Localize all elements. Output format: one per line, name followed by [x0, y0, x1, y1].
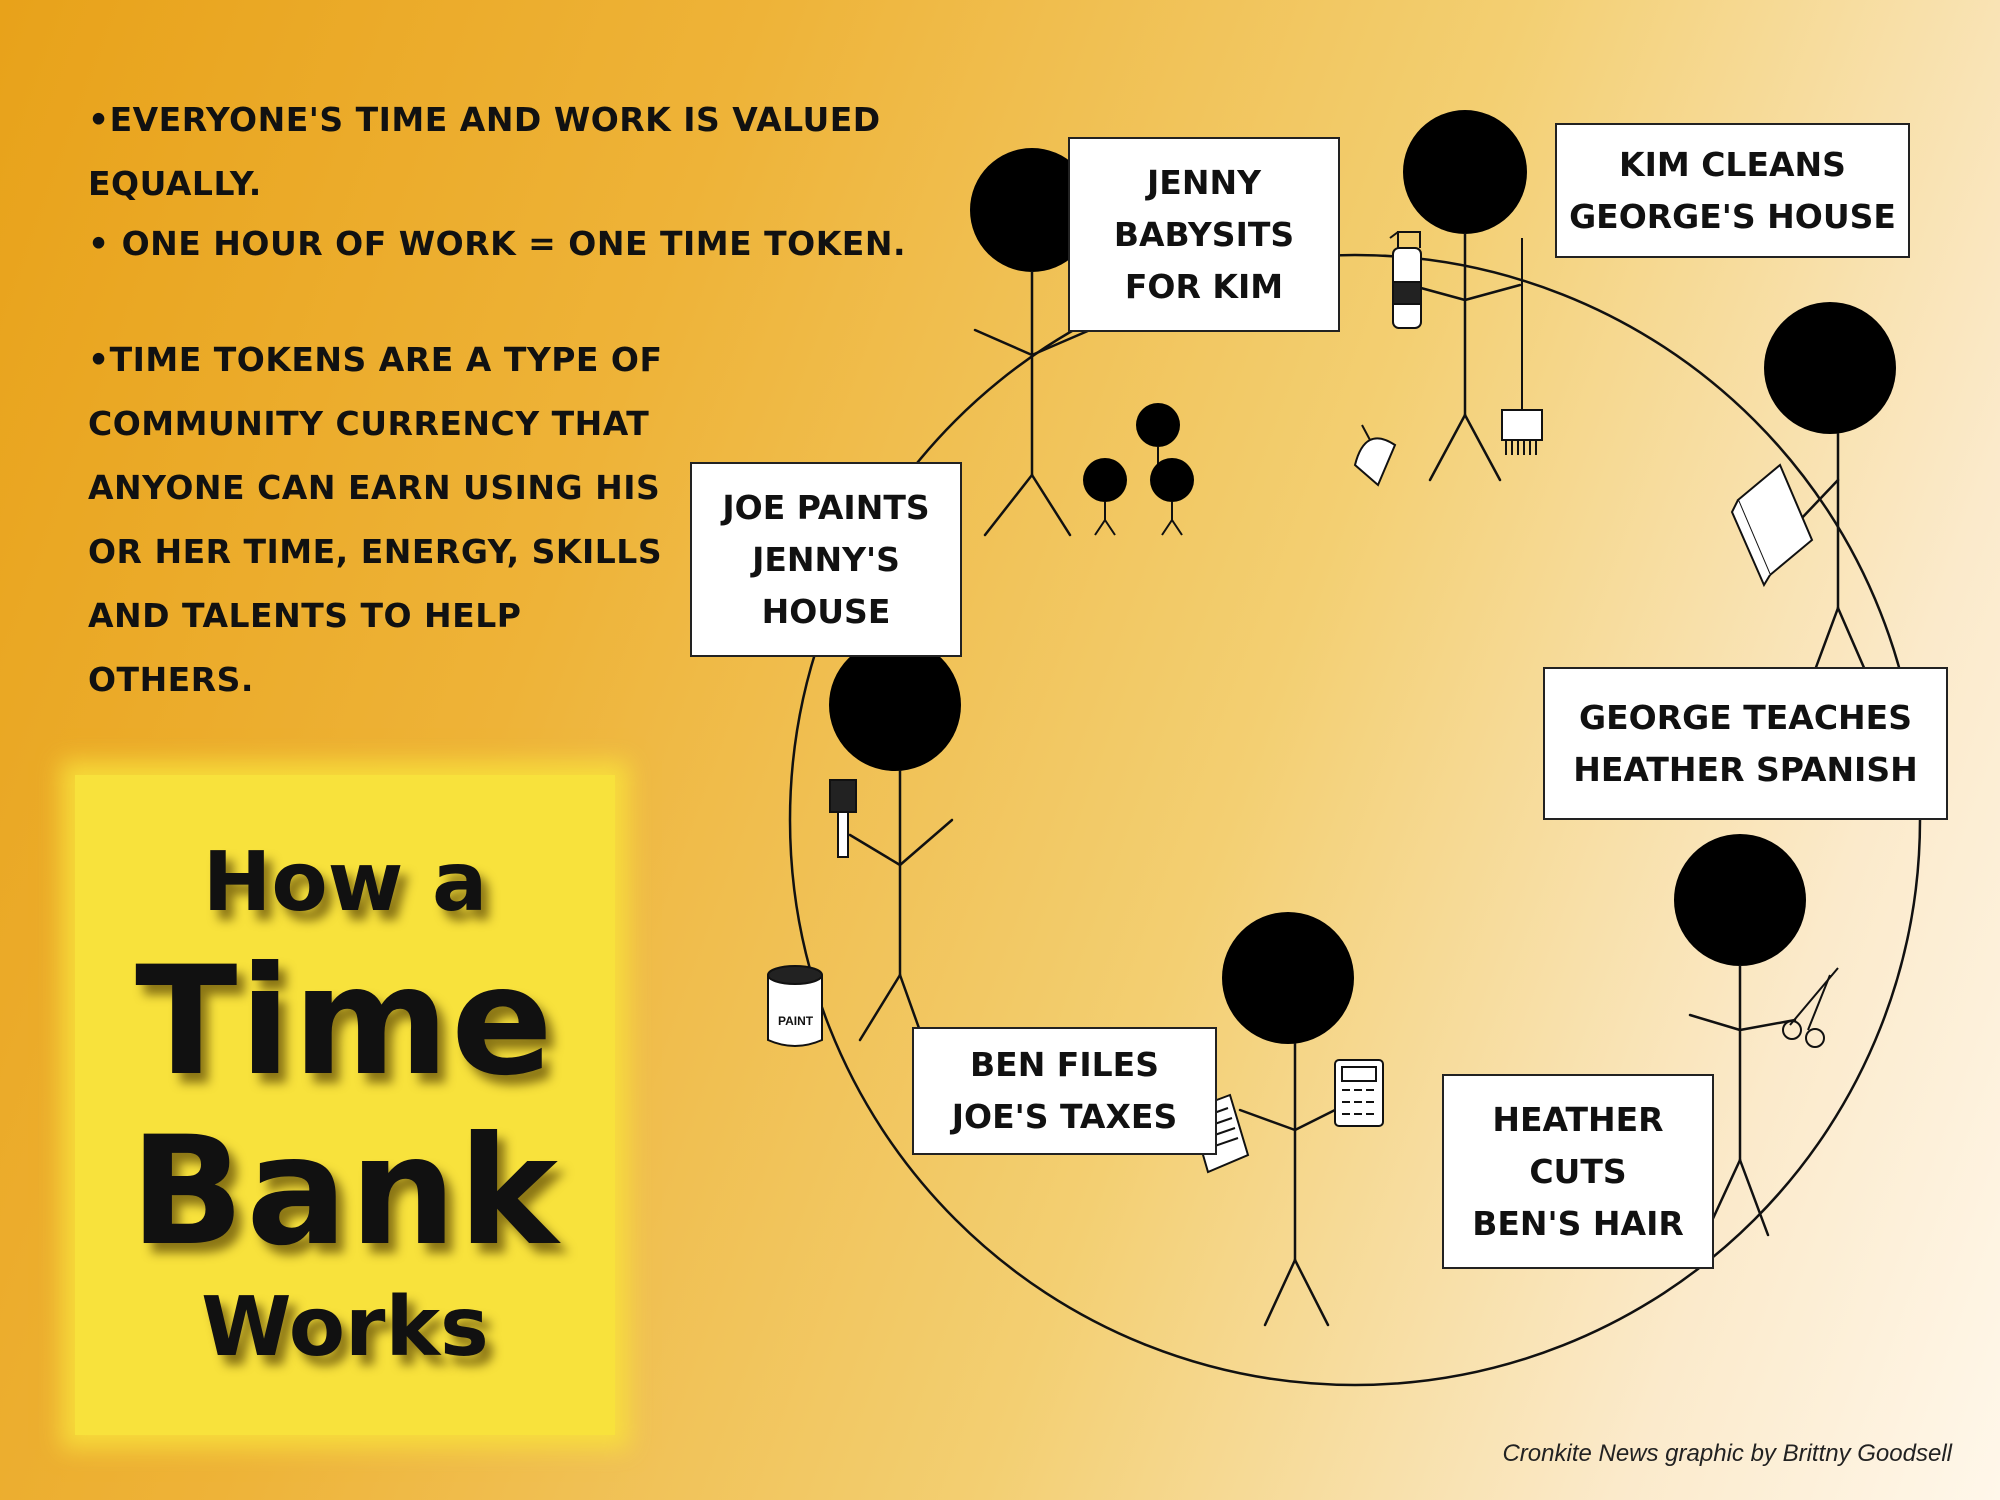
- scissors-icon: [1782, 967, 1839, 1048]
- label-line: house: [761, 591, 891, 631]
- bullet-line: and talents to help others.: [88, 596, 522, 699]
- paint-can-text: PAINT: [778, 1014, 814, 1028]
- label-joe: Joe paints Jenny's house: [690, 462, 962, 657]
- label-george: George teaches Heather Spanish: [1543, 667, 1948, 820]
- label-line: Jenny's: [752, 539, 900, 579]
- label-line: George's house: [1569, 196, 1896, 236]
- person-kim: [1403, 110, 1527, 482]
- label-line: Joe paints: [722, 487, 930, 527]
- book-icon: [1730, 463, 1814, 588]
- bullet-line: anyone can earn using his: [88, 468, 661, 507]
- person-joe: [829, 639, 961, 1047]
- person-heather: [1674, 834, 1806, 1237]
- spray-bottle-icon: [1389, 231, 1422, 329]
- label-line: Ben files: [970, 1045, 1159, 1084]
- calculator-icon: [1334, 1059, 1384, 1127]
- bullet-time-tokens: •Time tokens are a type of community cur…: [88, 328, 688, 712]
- person-ben: [1222, 912, 1354, 1327]
- bullet-one-hour: • One hour of work = one time token.: [88, 224, 906, 263]
- label-line: Jenny: [1147, 162, 1261, 202]
- title-line: How a: [202, 835, 488, 930]
- person-george: [1764, 302, 1896, 672]
- label-heather: Heather cuts Ben's hair: [1442, 1074, 1714, 1269]
- label-ben: Ben files Joe's taxes: [912, 1027, 1217, 1155]
- title-line: Works: [201, 1280, 489, 1375]
- children-group: [1083, 403, 1194, 536]
- label-line: babysits: [1113, 214, 1295, 254]
- broom-icon: [1501, 238, 1543, 455]
- bullet-line: •Time tokens are a type of: [88, 340, 663, 379]
- bullet-line: or her time, energy, skills: [88, 532, 663, 571]
- cycle-circle: [788, 253, 1922, 1387]
- paintbrush-icon: [829, 779, 857, 858]
- title-panel: How a Time Bank Works: [75, 775, 615, 1435]
- label-kim: Kim cleans George's house: [1555, 123, 1910, 258]
- dustpan-icon: [1353, 424, 1397, 487]
- label-line: Ben's hair: [1472, 1203, 1684, 1243]
- title-line: Time: [135, 935, 555, 1109]
- label-line: for Kim: [1124, 266, 1284, 306]
- label-jenny: Jenny babysits for Kim: [1068, 137, 1340, 332]
- title-line: Bank: [129, 1105, 561, 1279]
- label-line: George teaches: [1579, 697, 1912, 737]
- label-line: Heather: [1492, 1099, 1664, 1139]
- person-jenny: [970, 148, 1094, 537]
- label-line: Joe's taxes: [951, 1097, 1178, 1136]
- credit-text: Cronkite News graphic by Brittny Goodsel…: [1502, 1440, 1952, 1467]
- label-line: Kim cleans: [1619, 144, 1846, 184]
- label-line: Heather Spanish: [1573, 749, 1918, 789]
- bullet-line: community currency that: [88, 404, 650, 443]
- paint-can-icon: PAINT: [767, 965, 823, 1047]
- bullet-equal-value: •Everyone's time and work is valued equa…: [88, 100, 881, 203]
- label-line: cuts: [1529, 1151, 1627, 1191]
